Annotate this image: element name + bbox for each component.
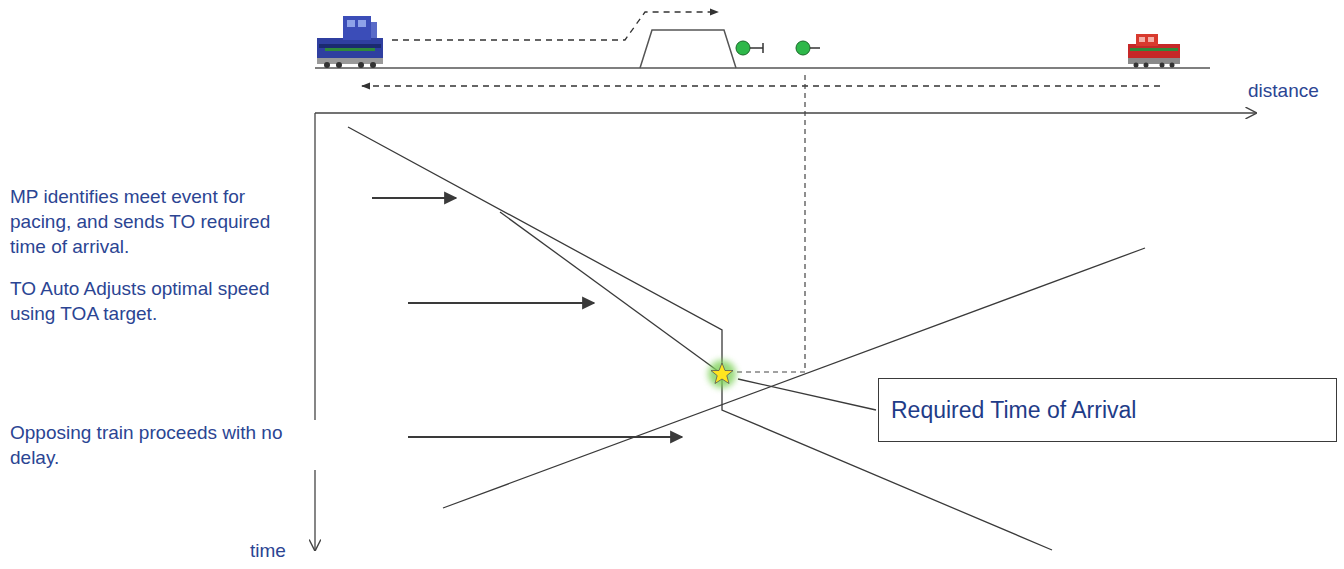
track — [315, 30, 1210, 68]
rta-star — [708, 360, 736, 388]
annotation-text: Opposing train proceeds with no delay. — [10, 420, 332, 470]
red-locomotive — [1128, 34, 1180, 68]
callout-text: Required Time of Arrival — [891, 396, 1136, 424]
annotation-text: MP identifies meet event for pacing, and… — [10, 184, 310, 259]
annotation-arrows — [372, 198, 682, 437]
axis-label: time — [250, 538, 286, 563]
blue-locomotive — [317, 16, 383, 68]
signals — [736, 41, 820, 55]
movement-arrows — [362, 12, 1160, 86]
axes — [315, 113, 1256, 550]
train-trajectories — [348, 127, 1145, 550]
signal-projection — [736, 75, 805, 372]
annotation-text: TO Auto Adjusts optimal speed using TOA … — [10, 276, 310, 326]
axis-label: distance — [1248, 78, 1319, 103]
leader-line — [738, 379, 876, 410]
callout-box: Required Time of Arrival — [878, 378, 1337, 442]
